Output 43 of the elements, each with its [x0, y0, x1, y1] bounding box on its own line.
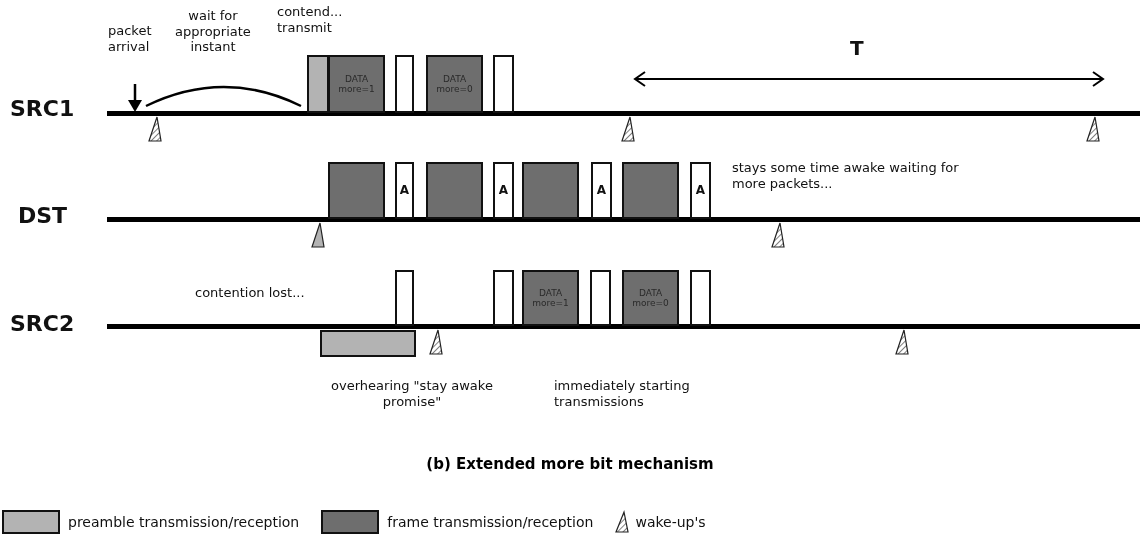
slot-box	[493, 270, 514, 326]
frame-box	[622, 162, 679, 219]
frame-label: DATA more=0	[631, 287, 670, 309]
annotation: wait for appropriate instant	[174, 8, 252, 55]
legend-label: wake-up's	[635, 514, 706, 530]
row-label: T	[850, 36, 864, 60]
frame-box	[522, 162, 579, 219]
row-label: DST	[18, 203, 68, 230]
slot-box	[690, 270, 711, 326]
ack-box	[591, 162, 612, 219]
annotation: contention lost...	[195, 285, 305, 301]
slot-box	[590, 270, 611, 326]
frame-box	[328, 55, 385, 113]
preamble-box	[320, 330, 416, 357]
frame-label: DATA more=1	[337, 73, 376, 95]
annotation: packet arrival	[108, 23, 153, 55]
ack-label: A	[399, 183, 410, 198]
frame-label: DATA more=0	[435, 73, 474, 95]
frame-box	[522, 270, 579, 326]
frame-label: DATA more=1	[531, 287, 570, 309]
ack-box	[395, 162, 414, 219]
row-label: SRC1	[10, 96, 75, 123]
annotation: stays some time awake waiting for more packets...	[732, 160, 960, 192]
annotation: immediately starting transmissions	[554, 378, 691, 410]
ack-slot-box	[493, 55, 514, 113]
legend-label: preamble transmission/reception	[68, 514, 300, 530]
ack-box	[690, 162, 711, 219]
frame-box	[426, 162, 483, 219]
preamble-box	[307, 55, 329, 113]
ack-slot-box	[395, 55, 414, 113]
ack-box	[493, 162, 514, 219]
legend-label: frame transmission/reception	[387, 514, 594, 530]
frame-box	[328, 162, 385, 219]
annotation: overhearing "stay awake promise"	[330, 378, 494, 410]
ack-label: A	[596, 183, 607, 198]
ack-label: A	[695, 183, 706, 198]
frame-box	[622, 270, 679, 326]
caption: (b) Extended more bit mechanism	[425, 455, 715, 473]
row-label: SRC2	[10, 311, 75, 338]
frame-box	[426, 55, 483, 113]
ack-label: A	[498, 183, 509, 198]
slot-box	[395, 270, 414, 326]
annotation: contend... transmit	[277, 4, 344, 36]
